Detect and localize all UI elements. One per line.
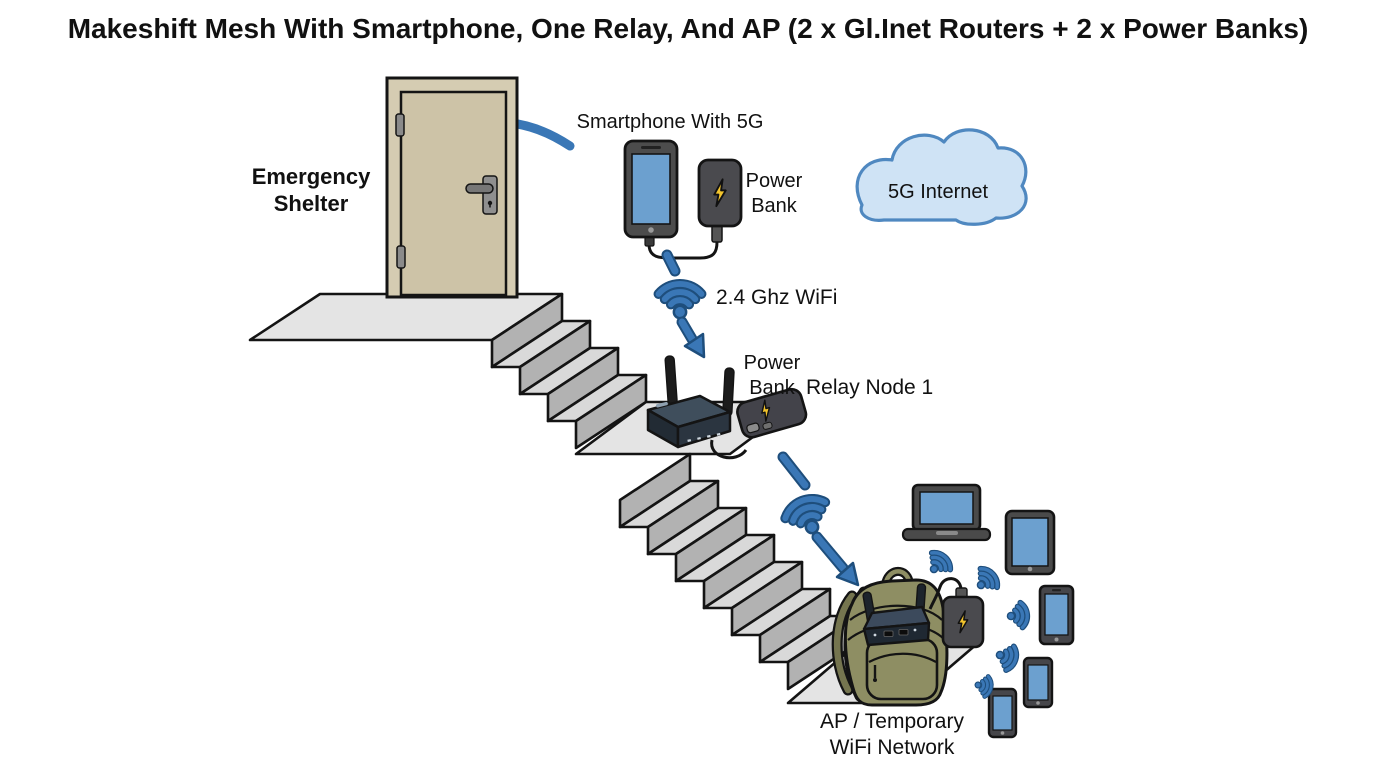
wifi-signal-icon	[922, 549, 954, 580]
relay-router-icon	[646, 355, 748, 460]
internet-cloud-icon	[855, 128, 1028, 226]
signal-link-1	[659, 249, 706, 359]
wifi-signal-icon	[970, 565, 1001, 597]
ap-label: AP / Temporary WiFi Network	[820, 710, 964, 759]
shelter-door	[385, 76, 519, 299]
power-bank-relay-icon	[736, 387, 808, 439]
emergency-shelter-line2: Shelter	[273, 191, 349, 216]
wifi-signal-icon	[782, 493, 835, 541]
wifi-signal-icon	[1006, 602, 1028, 628]
wifi-link-label: 2.4 Ghz WiFi	[716, 286, 838, 309]
wifi-signal-icon	[659, 284, 702, 318]
relay-node-label: Relay Node 1	[806, 376, 934, 399]
door-hinge-icon	[395, 113, 405, 137]
wifi-signal-icon	[993, 642, 1020, 672]
signal-link-2	[782, 451, 860, 587]
door-lock-plate	[482, 175, 498, 215]
power-bank-top-icon	[697, 158, 743, 243]
cloud-label: 5G Internet	[887, 181, 989, 203]
door-handle-icon	[465, 183, 494, 194]
signal-arrow-icon	[676, 316, 706, 359]
smartphone-label: Smartphone With 5G	[576, 111, 764, 133]
power-bank-top-label: Power Bank	[745, 170, 803, 217]
tablet-icon	[1004, 509, 1056, 576]
laptop-icon	[901, 483, 992, 542]
phone-icon	[1038, 584, 1075, 646]
phone-icon	[987, 687, 1018, 739]
power-bank-ap-icon	[941, 587, 985, 649]
power-bank-relay-label: Power Bank	[743, 352, 801, 399]
emergency-shelter-label: Emergency Shelter	[252, 163, 371, 217]
door-hinge-icon	[396, 245, 406, 269]
staircase-flight-2	[618, 452, 860, 691]
phone-icon	[1022, 656, 1054, 709]
smartphone-icon	[623, 139, 719, 260]
emergency-shelter-line1: Emergency	[251, 164, 371, 189]
staircase-flight-1	[490, 292, 648, 450]
signal-arrow-icon	[811, 531, 860, 587]
page-title: Makeshift Mesh With Smartphone, One Rela…	[67, 13, 1309, 44]
ap-router-icon	[862, 577, 963, 647]
wifi-signal-icon	[973, 674, 993, 697]
